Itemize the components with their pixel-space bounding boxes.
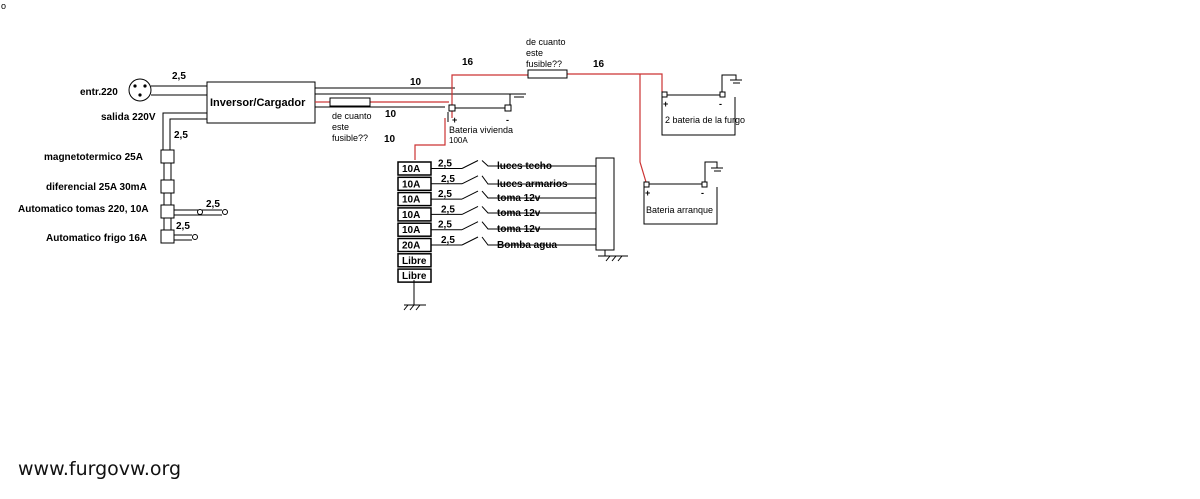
load-wire [481, 221, 596, 230]
switch-icon [461, 190, 479, 200]
start-battery-label: Bateria arranque [646, 205, 713, 215]
load-label: Bomba agua [497, 240, 557, 251]
load-wire-size: 2,5 [441, 174, 455, 185]
house-battery-minus: - [506, 115, 509, 125]
load-label: toma 12v [497, 224, 541, 235]
start-battery-minus: - [701, 188, 704, 198]
input-wire-size: 2,5 [172, 71, 186, 82]
input-cable [151, 85, 207, 96]
output-wire-size: 2,5 [174, 130, 188, 141]
corner-mark: o [1, 1, 6, 11]
watermark: www.furgovw.org [18, 458, 181, 480]
fuse-top-wire-left: 16 [462, 57, 474, 68]
fuse-row: 10A 2,5 luces techo [397, 159, 596, 176]
load-bus-bar [595, 157, 628, 262]
dc-wire-top-size: 10 [410, 77, 422, 88]
load-wire [481, 175, 596, 185]
input-label: entr.220 [80, 87, 118, 98]
outlet-220-icon [174, 209, 228, 216]
fuse-rating: 10A [402, 225, 420, 236]
fridge-outlet-icon [174, 234, 198, 241]
second-battery-plus: + [663, 99, 668, 109]
load-label: luces armarios [497, 179, 568, 190]
ac-protection-chain [160, 149, 175, 244]
switch-icon [461, 205, 479, 215]
fuse-middle [329, 97, 371, 107]
diferencial-label: diferencial 25A 30mA [46, 182, 147, 193]
fuse-row: Libre [397, 253, 432, 268]
load-wire-size: 2,5 [438, 159, 452, 170]
load-wire [481, 160, 596, 167]
switch-icon [461, 221, 479, 231]
second-battery-minus: - [719, 99, 722, 109]
dc-wire-bottom-size: 10 [384, 134, 396, 145]
start-battery-box [643, 161, 723, 225]
fridge-wire-size: 2,5 [176, 221, 190, 232]
second-battery-box [661, 74, 742, 136]
load-label: toma 12v [497, 208, 541, 219]
fuse-row: 10A 2,5 toma 12v [397, 204, 596, 222]
dc-black-wires [315, 87, 511, 108]
second-battery-label: 2 bateria de la furgo [665, 115, 745, 125]
inverter-label: Inversor/Cargador [210, 97, 306, 109]
start-battery-plus: + [645, 188, 650, 198]
input-plug-icon [128, 78, 152, 102]
fuse-row: 10A 2,5 luces armarios [397, 174, 596, 192]
ground-symbol [510, 93, 526, 98]
fuse-row: 10A 2,5 toma 12v [397, 220, 596, 237]
fuse-rating: Libre [402, 256, 427, 267]
switch-icon [461, 236, 479, 246]
house-battery-plus: + [452, 115, 457, 125]
output-label: salida 220V [101, 112, 156, 123]
fuse-block-feed [414, 118, 446, 160]
load-wire-size: 2,5 [441, 204, 455, 215]
fuse-row: 20A 2,5 Bomba agua [397, 235, 596, 253]
positive-red-wires [315, 73, 663, 183]
fuse-block-ground [403, 280, 426, 311]
fuse-rating: Libre [402, 271, 427, 282]
house-battery-label: Bateria vivienda [449, 125, 513, 135]
magnetotermico-label: magnetotermico 25A [44, 152, 143, 163]
fuse-rating: 10A [402, 195, 420, 206]
automatico-frigo-label: Automatico frigo 16A [46, 233, 147, 244]
fuse-top-line2: este [526, 48, 543, 58]
load-wire [481, 190, 596, 199]
fuse-middle-line2: este [332, 122, 349, 132]
load-wire-size: 2,5 [438, 189, 452, 200]
load-label: toma 12v [497, 193, 541, 204]
fuse-top [527, 69, 568, 79]
automatico-tomas-label: Automatico tomas 220, 10A [18, 204, 149, 215]
load-wire [481, 236, 596, 246]
fuse-rating: 10A [402, 164, 420, 175]
fuse-top-line1: de cuanto [526, 37, 566, 47]
switch-icon [461, 175, 479, 185]
inverter-charger-box [206, 81, 316, 124]
fuse-row: Libre [397, 268, 432, 283]
switch-icon [461, 160, 479, 169]
fuse-rating: 10A [402, 179, 420, 190]
outlet-220-wire-size: 2,5 [206, 199, 220, 210]
fuse-rating: 10A [402, 210, 420, 221]
fuse-middle-line3: fusible?? [332, 133, 368, 143]
load-wire [481, 206, 596, 214]
fuse-top-wire-right: 16 [593, 59, 605, 70]
load-label: luces techo [497, 161, 552, 172]
fuse-middle-line1: de cuanto [332, 111, 372, 121]
output-cable [162, 112, 207, 150]
fuse-top-line3: fusible?? [526, 59, 562, 69]
house-battery-box [447, 104, 512, 122]
house-battery-capacity: 100A [449, 136, 468, 145]
dc-wire-middle-size: 10 [385, 109, 397, 120]
load-wire-size: 2,5 [441, 235, 455, 246]
fuse-rating: 20A [402, 241, 420, 252]
fuse-row: 10A 2,5 toma 12v [397, 189, 596, 207]
load-wire-size: 2,5 [438, 220, 452, 231]
